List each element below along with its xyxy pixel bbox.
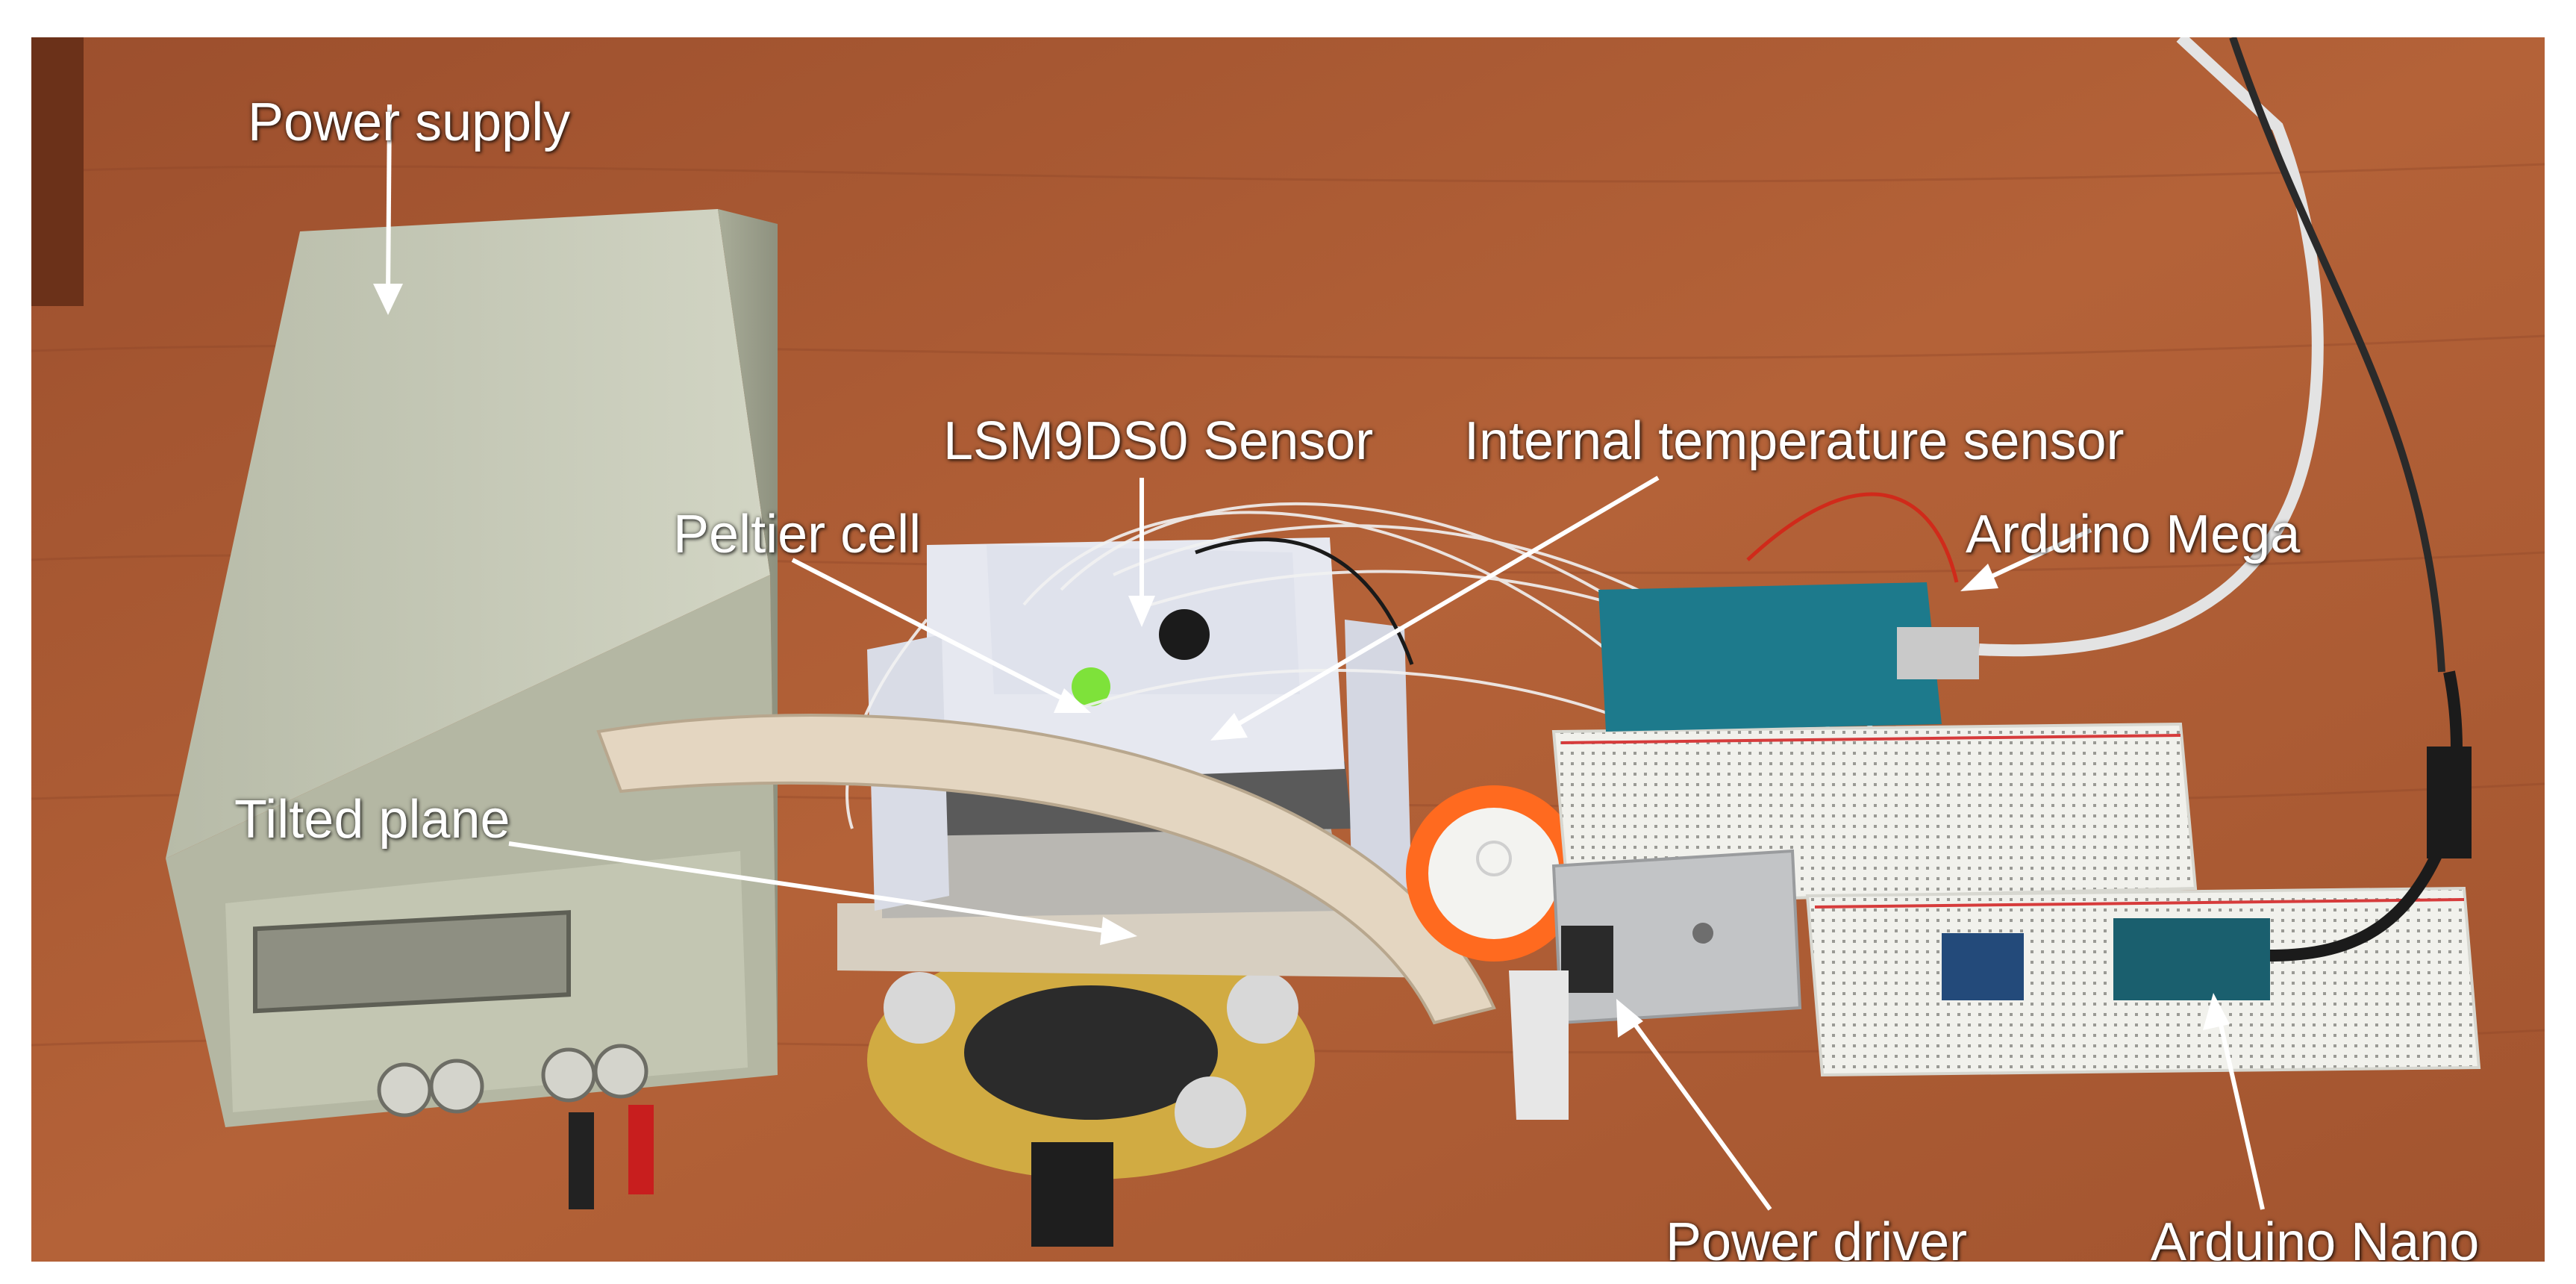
protractor-arc: [596, 713, 1496, 1025]
label-lsm9ds0-sensor: LSM9DS0 Sensor: [943, 411, 1374, 471]
label-arduino-nano: Arduino Nano: [2151, 1212, 2480, 1262]
label-peltier-cell: Peltier cell: [673, 505, 922, 564]
label-internal-temperature-sensor: Internal temperature sensor: [1464, 411, 2125, 471]
tripod-mount: [867, 941, 1315, 1247]
label-power-driver: Power driver: [1666, 1212, 1968, 1262]
spirit-level: [1406, 785, 1582, 962]
photo: Power supply LSM9DS0 Sensor Internal tem…: [31, 37, 2545, 1262]
label-power-supply: Power supply: [248, 93, 571, 152]
arduino-mega-board: [1598, 37, 2324, 732]
label-tilted-plane: Tilted plane: [234, 790, 510, 850]
label-arduino-mega: Arduino Mega: [1966, 505, 2301, 564]
arduino-nano-board: [1942, 37, 2472, 1000]
power-driver-heatsink: [1509, 849, 1802, 1120]
callout-arrows: [373, 104, 2265, 1211]
photo-illustration: [31, 37, 2545, 1262]
desk-edge-left: [31, 37, 84, 306]
power-supply-unit: [166, 209, 778, 1209]
